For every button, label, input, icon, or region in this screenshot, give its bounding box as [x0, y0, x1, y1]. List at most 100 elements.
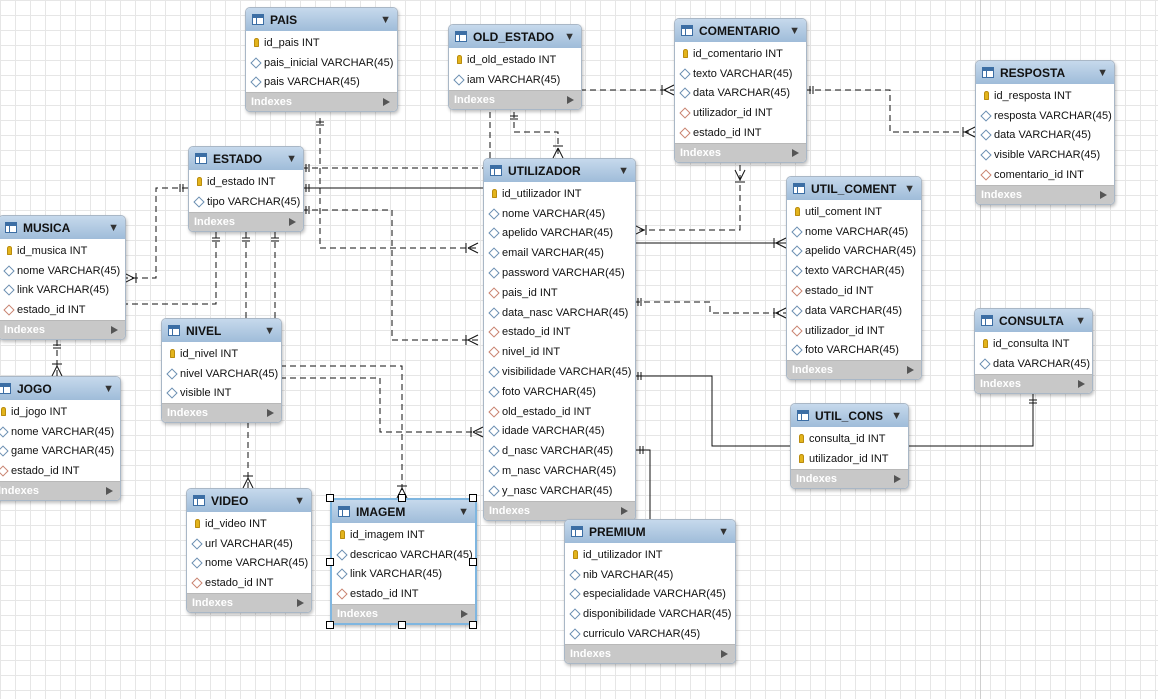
column-row[interactable]: nome VARCHAR(45)	[187, 554, 311, 574]
column-row[interactable]: estado_id INT	[187, 573, 311, 593]
column-row[interactable]: comentario_id INT	[976, 165, 1114, 185]
triangle-right-icon[interactable]	[721, 649, 728, 658]
column-row[interactable]: old_estado_id INT	[484, 402, 635, 422]
column-row[interactable]: y_nasc VARCHAR(45)	[484, 481, 635, 501]
column-row[interactable]: email VARCHAR(45)	[484, 243, 635, 263]
column-row[interactable]: id_comentario INT	[675, 44, 806, 64]
column-row[interactable]: estado_id INT	[332, 584, 475, 604]
column-row[interactable]: id_imagem INT	[332, 525, 475, 545]
triangle-right-icon[interactable]	[1078, 379, 1085, 388]
column-row[interactable]: texto VARCHAR(45)	[675, 64, 806, 84]
column-row[interactable]: pais_id INT	[484, 283, 635, 303]
column-row[interactable]: pais VARCHAR(45)	[246, 73, 397, 93]
column-row[interactable]: utilizador_id INT	[675, 103, 806, 123]
table-header[interactable]: JOGO▼	[0, 377, 120, 400]
column-row[interactable]: foto VARCHAR(45)	[484, 382, 635, 402]
table-header[interactable]: ESTADO▼	[189, 147, 303, 170]
column-row[interactable]: estado_id INT	[675, 123, 806, 143]
chevron-down-icon[interactable]: ▼	[294, 494, 305, 507]
column-row[interactable]: id_video INT	[187, 514, 311, 534]
column-row[interactable]: nivel_id INT	[484, 342, 635, 362]
column-row[interactable]: data VARCHAR(45)	[975, 354, 1092, 374]
column-row[interactable]: estado_id INT	[484, 323, 635, 343]
column-row[interactable]: texto VARCHAR(45)	[787, 261, 921, 281]
column-row[interactable]: m_nasc VARCHAR(45)	[484, 461, 635, 481]
column-row[interactable]: nome VARCHAR(45)	[484, 204, 635, 224]
indexes-bar[interactable]: Indexes	[246, 92, 397, 112]
column-row[interactable]: data VARCHAR(45)	[976, 126, 1114, 146]
selection-handle[interactable]	[469, 494, 477, 502]
chevron-down-icon[interactable]: ▼	[286, 152, 297, 165]
triangle-right-icon[interactable]	[1100, 190, 1107, 199]
triangle-right-icon[interactable]	[111, 326, 118, 335]
table-header[interactable]: VIDEO▼	[187, 489, 311, 512]
indexes-bar[interactable]: Indexes	[675, 142, 806, 162]
column-row[interactable]: password VARCHAR(45)	[484, 263, 635, 283]
indexes-bar[interactable]: Indexes	[484, 500, 635, 520]
triangle-right-icon[interactable]	[621, 506, 628, 515]
column-row[interactable]: visibilidade VARCHAR(45)	[484, 362, 635, 382]
chevron-down-icon[interactable]: ▼	[891, 409, 902, 422]
column-row[interactable]: visible VARCHAR(45)	[976, 145, 1114, 165]
indexes-bar[interactable]: Indexes	[976, 184, 1114, 204]
column-row[interactable]: apelido VARCHAR(45)	[787, 242, 921, 262]
column-row[interactable]: id_utilizador INT	[565, 545, 735, 565]
chevron-down-icon[interactable]: ▼	[264, 324, 275, 337]
table-header[interactable]: UTILIZADOR▼	[484, 159, 635, 182]
column-row[interactable]: util_coment INT	[787, 202, 921, 222]
table-header[interactable]: NIVEL▼	[162, 319, 281, 342]
chevron-down-icon[interactable]: ▼	[458, 505, 469, 518]
triangle-right-icon[interactable]	[383, 98, 390, 107]
triangle-right-icon[interactable]	[894, 474, 901, 483]
triangle-right-icon[interactable]	[792, 148, 799, 157]
table-header[interactable]: IMAGEM▼	[332, 500, 475, 523]
column-row[interactable]: id_jogo INT	[0, 402, 120, 422]
column-row[interactable]: utilizador_id INT	[791, 449, 908, 469]
selection-handle[interactable]	[469, 621, 477, 629]
selection-handle[interactable]	[326, 621, 334, 629]
column-row[interactable]: apelido VARCHAR(45)	[484, 224, 635, 244]
column-row[interactable]: id_pais INT	[246, 33, 397, 53]
column-row[interactable]: url VARCHAR(45)	[187, 534, 311, 554]
indexes-bar[interactable]: Indexes	[565, 643, 735, 663]
triangle-right-icon[interactable]	[297, 599, 304, 608]
chevron-down-icon[interactable]: ▼	[103, 382, 114, 395]
column-row[interactable]: tipo VARCHAR(45)	[189, 192, 303, 212]
column-row[interactable]: disponibilidade VARCHAR(45)	[565, 604, 735, 624]
column-row[interactable]: id_resposta INT	[976, 86, 1114, 106]
indexes-bar[interactable]: Indexes	[0, 481, 120, 501]
column-row[interactable]: especialidade VARCHAR(45)	[565, 585, 735, 605]
column-row[interactable]: iam VARCHAR(45)	[449, 70, 581, 90]
column-row[interactable]: resposta VARCHAR(45)	[976, 106, 1114, 126]
column-row[interactable]: nome VARCHAR(45)	[0, 261, 125, 281]
chevron-down-icon[interactable]: ▼	[789, 24, 800, 37]
column-row[interactable]: id_consulta INT	[975, 334, 1092, 354]
column-row[interactable]: curriculo VARCHAR(45)	[565, 624, 735, 644]
table-header[interactable]: CONSULTA▼	[975, 309, 1092, 332]
column-row[interactable]: utilizador_id INT	[787, 321, 921, 341]
indexes-bar[interactable]: Indexes	[787, 360, 921, 380]
chevron-down-icon[interactable]: ▼	[564, 30, 575, 43]
column-row[interactable]: id_utilizador INT	[484, 184, 635, 204]
selection-handle[interactable]	[326, 557, 334, 566]
column-row[interactable]: link VARCHAR(45)	[332, 565, 475, 585]
column-row[interactable]: nib VARCHAR(45)	[565, 565, 735, 585]
chevron-down-icon[interactable]: ▼	[1097, 66, 1108, 79]
column-row[interactable]: nome VARCHAR(45)	[0, 422, 120, 442]
column-row[interactable]: idade VARCHAR(45)	[484, 422, 635, 442]
triangle-right-icon[interactable]	[267, 409, 274, 418]
triangle-right-icon[interactable]	[289, 217, 296, 226]
table-header[interactable]: OLD_ESTADO▼	[449, 25, 581, 48]
chevron-down-icon[interactable]: ▼	[718, 525, 729, 538]
